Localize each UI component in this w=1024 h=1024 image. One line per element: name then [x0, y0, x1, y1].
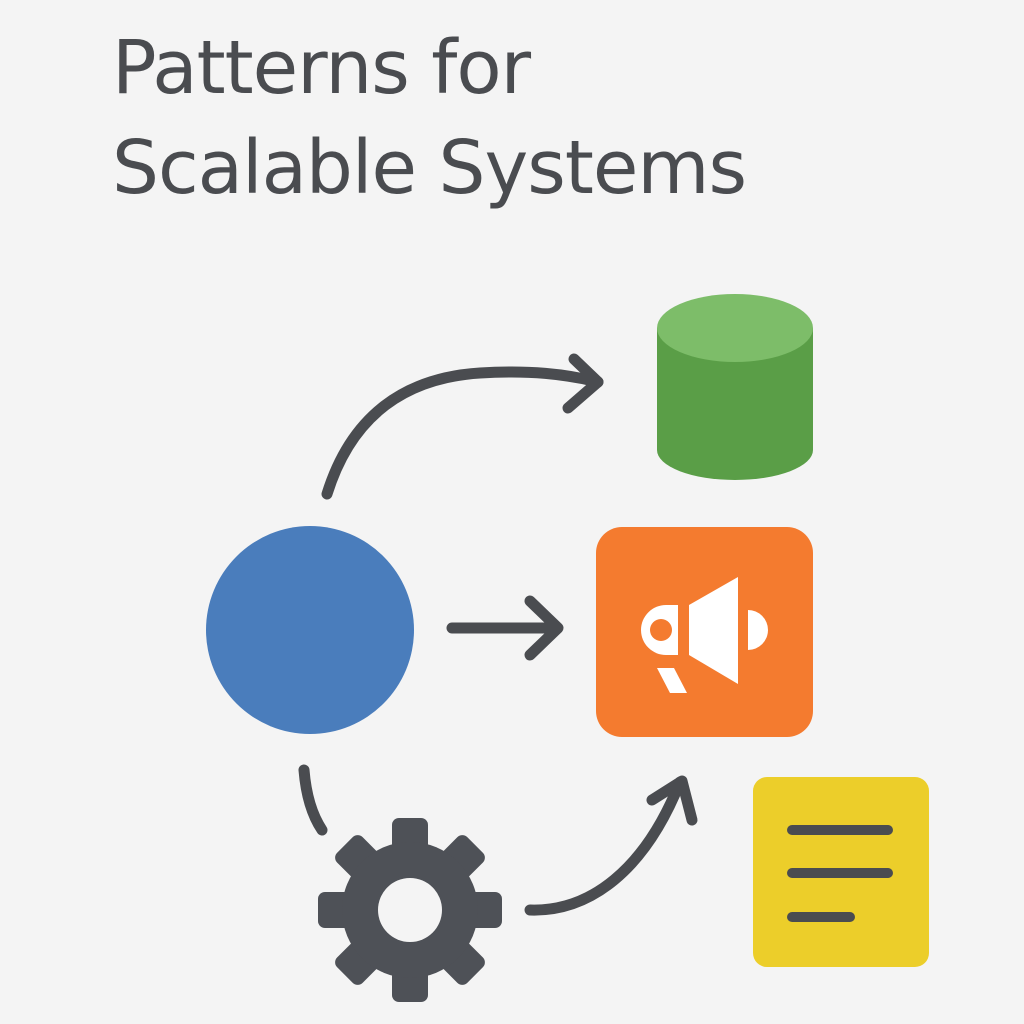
title-line-2: Scalable Systems	[112, 125, 747, 211]
database-icon	[657, 294, 813, 480]
page-title: Patterns for Scalable Systems	[112, 18, 747, 218]
document-icon	[753, 777, 929, 967]
gear-icon	[318, 818, 502, 1002]
arrow-to-megaphone	[446, 595, 564, 661]
connector-circle-to-gear	[298, 764, 328, 836]
arrow-gear-to-megaphone	[524, 775, 698, 916]
arrow-to-database	[321, 353, 604, 500]
circle-icon	[206, 526, 414, 734]
title-line-1: Patterns for	[112, 25, 531, 111]
megaphone-icon	[596, 527, 813, 737]
